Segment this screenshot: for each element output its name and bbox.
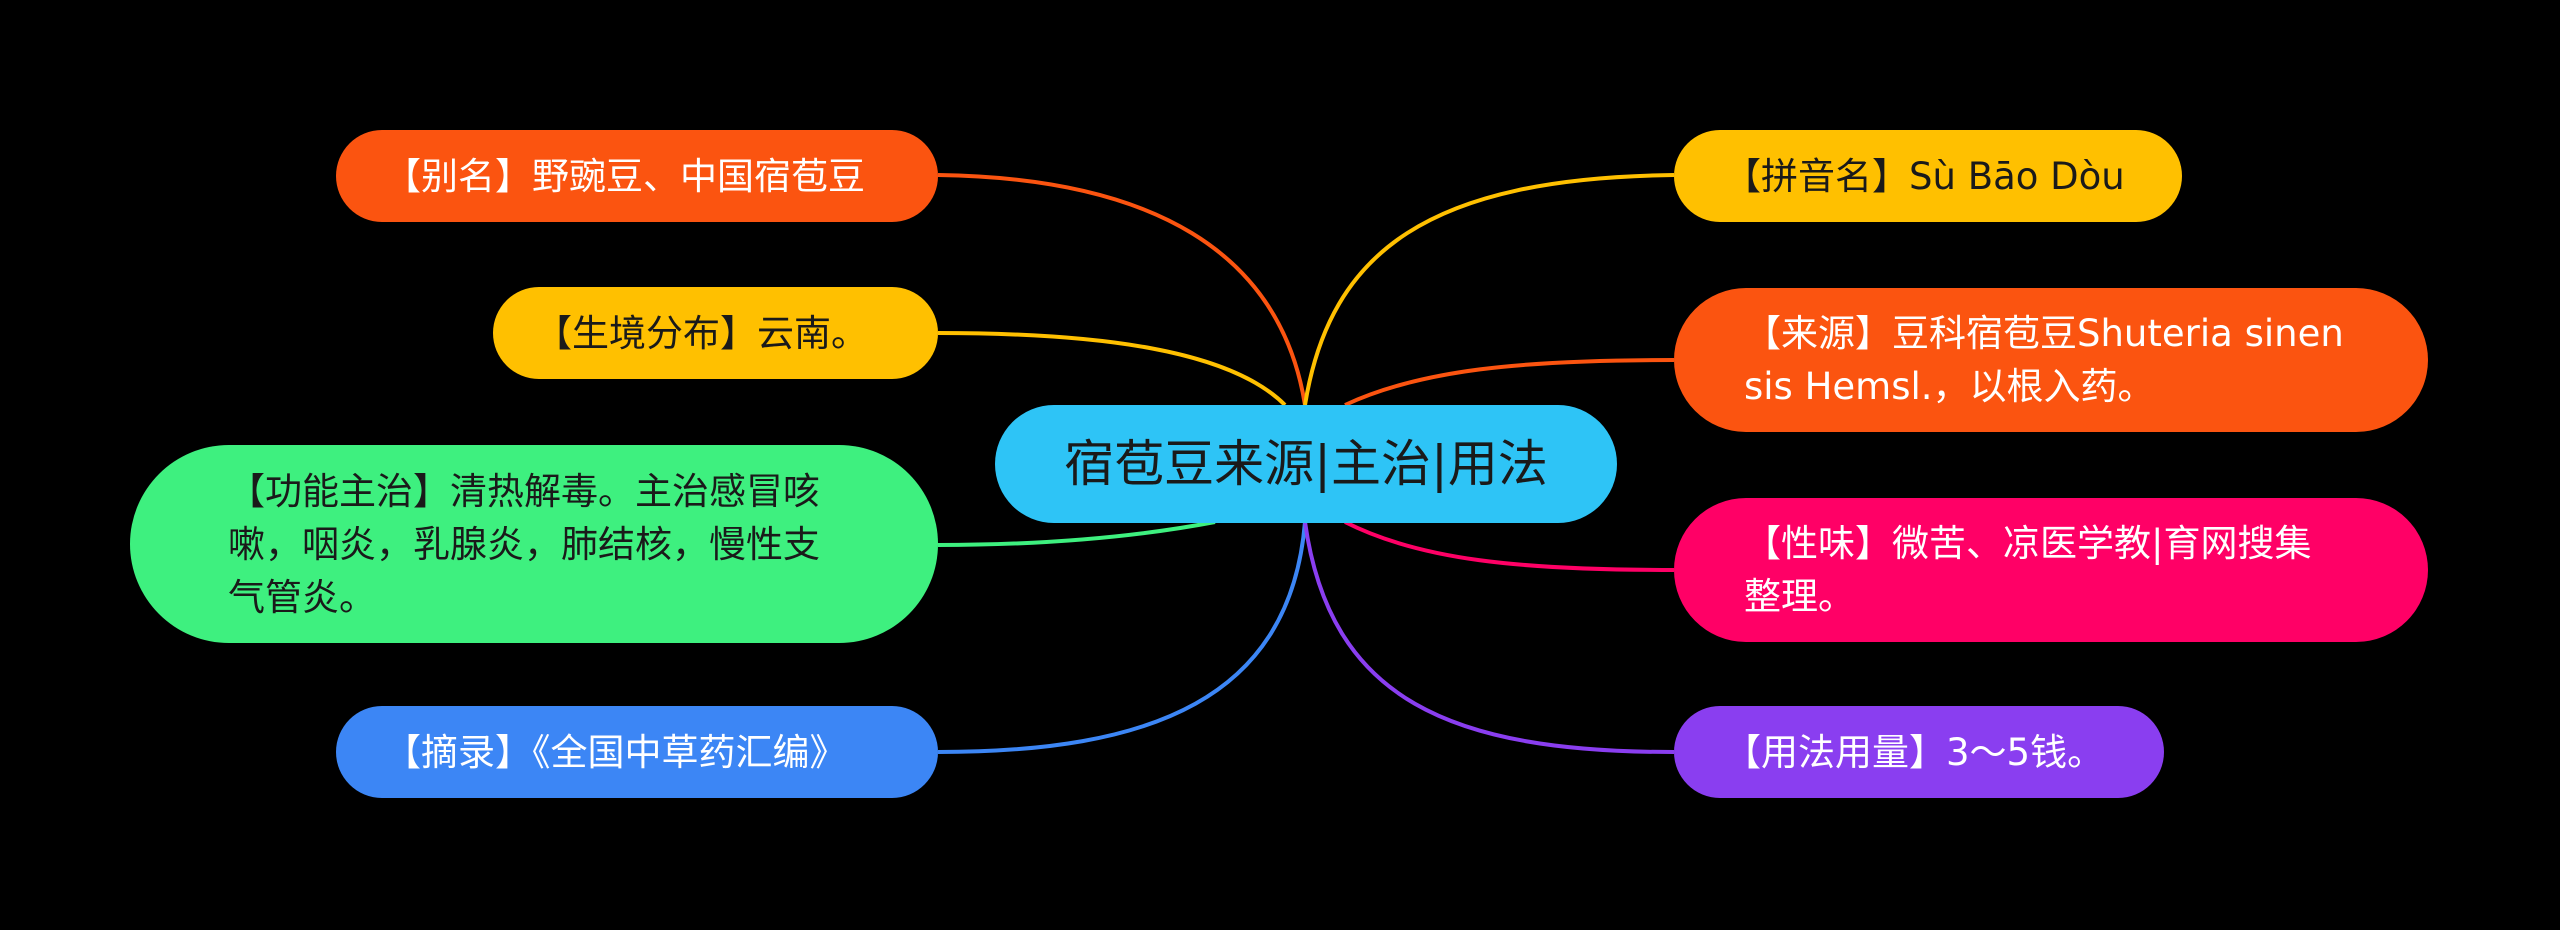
connector-alias: [937, 173, 1307, 406]
node-alias-label: 【别名】野豌豆、中国宿苞豆: [384, 154, 865, 198]
node-source-label: 【来源】豆科宿苞豆Shuteria sinensis Hemsl.，以根入药。: [1744, 312, 2344, 408]
node-excerpt[interactable]: 【摘录】《全国中草药汇编》: [336, 706, 938, 798]
node-pinyin[interactable]: 【拼音名】Sù Bāo Dòu: [1674, 130, 2182, 222]
node-function-label: 【功能主治】清热解毒。主治感冒咳嗽，咽炎，乳腺炎，肺结核，慢性支气管炎。: [228, 469, 820, 619]
node-pinyin-label: 【拼音名】Sù Bāo Dòu: [1724, 154, 2125, 198]
central-topic[interactable]: 宿苞豆来源|主治|用法: [995, 405, 1617, 523]
node-habitat[interactable]: 【生境分布】云南。: [493, 287, 938, 379]
node-alias[interactable]: 【别名】野豌豆、中国宿苞豆: [336, 130, 938, 222]
node-taste[interactable]: 【性味】微苦、凉医学教|育网搜集整理。: [1674, 498, 2428, 642]
connector-habitat: [937, 331, 1287, 407]
node-excerpt-label: 【摘录】《全国中草药汇编》: [384, 730, 847, 774]
node-usage[interactable]: 【用法用量】3～5钱。: [1674, 706, 2164, 798]
node-source[interactable]: 【来源】豆科宿苞豆Shuteria sinensis Hemsl.，以根入药。: [1674, 288, 2428, 432]
connector-excerpt: [937, 521, 1307, 754]
connector-function: [937, 520, 1216, 547]
central-topic-label: 宿苞豆来源|主治|用法: [1064, 434, 1548, 493]
connector-taste: [1344, 520, 1675, 572]
connector-pinyin: [1303, 173, 1675, 406]
connector-usage: [1303, 521, 1675, 754]
connector-source: [1344, 358, 1675, 407]
node-function[interactable]: 【功能主治】清热解毒。主治感冒咳嗽，咽炎，乳腺炎，肺结核，慢性支气管炎。: [130, 445, 938, 643]
node-taste-label: 【性味】微苦、凉医学教|育网搜集整理。: [1744, 522, 2312, 618]
node-habitat-label: 【生境分布】云南。: [535, 311, 868, 355]
node-usage-label: 【用法用量】3～5钱。: [1724, 730, 2105, 774]
